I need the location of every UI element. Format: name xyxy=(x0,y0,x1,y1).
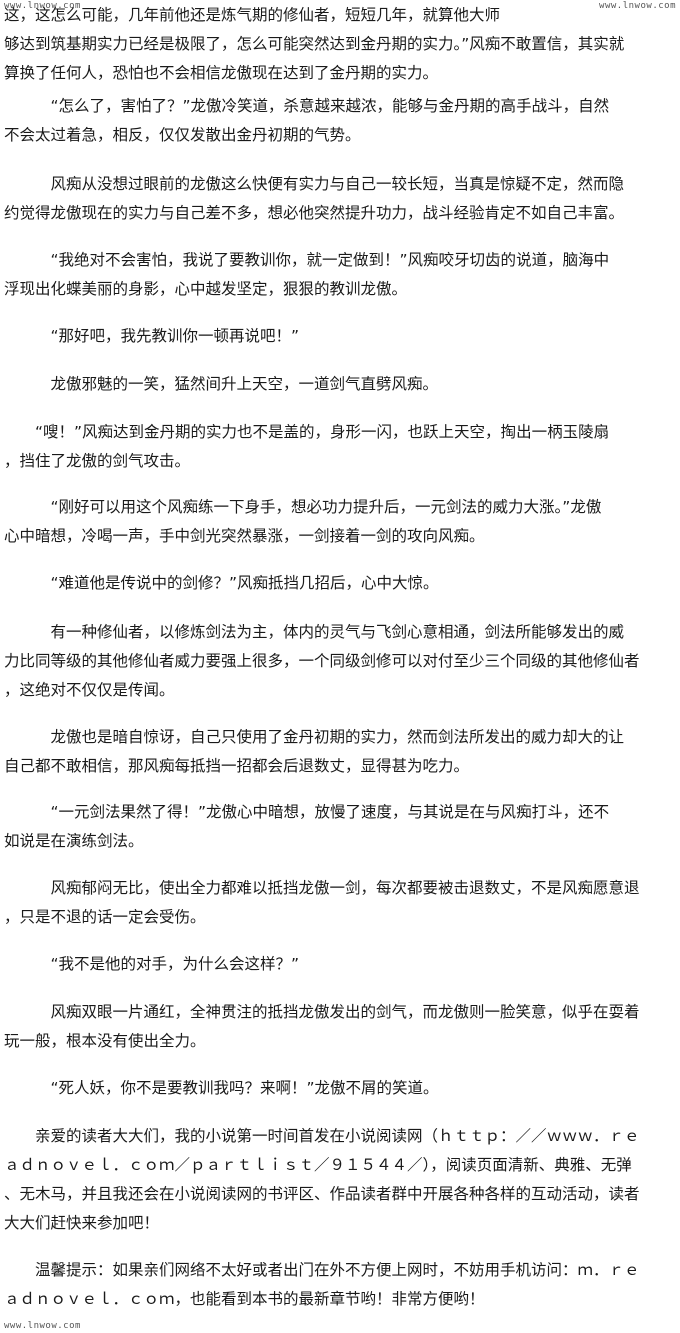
paragraph-14: “我不是他的对手，为什么会这样？” xyxy=(4,955,300,973)
paragraph-15: 风痴双眼一片通红，全神贯注的抵挡龙傲发出的剑气，而龙傲则一脸笑意，似乎在耍着 玩… xyxy=(4,1003,640,1050)
paragraph-2: “怎么了，害怕了？”龙傲冷笑道，杀意越来越浓，能够与金丹期的高手战斗，自然 不会… xyxy=(4,97,610,144)
paragraph-13: 风痴郁闷无比，使出全力都难以抵挡龙傲一剑，每次都要被击退数丈，不是风痴愿意退 ，… xyxy=(4,879,640,926)
watermark-bottom-left: www.lnwow.com xyxy=(4,1321,81,1331)
paragraph-3: 风痴从没想过眼前的龙傲这么快便有实力与自己一较长短，当真是惊疑不定，然而隐 约觉… xyxy=(4,175,625,222)
paragraph-18: 温馨提示：如果亲们网络不太好或者出门在外不方便上网时，不妨用手机访问：ｍ．ｒｅ … xyxy=(4,1261,640,1308)
paragraph-10: 有一种修仙者，以修炼剑法为主，体内的灵气与飞剑心意相通，剑法所能够发出的威 力比… xyxy=(4,623,640,699)
paragraph-11: 龙傲也是暗自惊讶，自己只使用了金丹初期的实力，然而剑法所发出的威力却大的让 自己… xyxy=(4,728,625,775)
paragraph-6: 龙傲邪魅的一笑，猛然间升上天空，一道剑气直劈风痴。 xyxy=(4,375,439,393)
paragraph-4: “我绝对不会害怕，我说了要教训你，就一定做到！”风痴咬牙切齿的说道，脑海中 浮现… xyxy=(4,251,610,298)
paragraph-5: “那好吧，我先教训你一顿再说吧！” xyxy=(4,327,300,345)
paragraph-7: “嗖！”风痴达到金丹期的实力也不是盖的，身形一闪，也跃上天空，掏出一柄玉陵扇 ，… xyxy=(4,423,610,470)
paragraph-12: “一元剑法果然了得！”龙傲心中暗想，放慢了速度，与其说是在与风痴打斗，还不 如说… xyxy=(4,803,610,850)
paragraph-16: “死人妖，你不是要教训我吗？来啊！”龙傲不屑的笑道。 xyxy=(4,1079,439,1097)
paragraph-9: “难道他是传说中的剑修？”风痴抵挡几招后，心中大惊。 xyxy=(4,574,439,592)
watermark-top-left: www.lnwow.com xyxy=(4,1,81,11)
paragraph-17: 亲爱的读者大大们，我的小说第一时间首发在小说阅读网（ｈｔｔｐ：／／ｗｗｗ．ｒｅ … xyxy=(4,1127,640,1232)
watermark-top-right: www.lnwow.com xyxy=(599,1,676,11)
paragraph-8: “刚好可以用这个风痴练一下身手，想必功力提升后，一元剑法的威力大涨。”龙傲 心中… xyxy=(4,498,602,545)
paragraph-1: 这，这怎么可能，几年前他还是炼气期的修仙者，短短几年，就算他大师 够达到筑基期实… xyxy=(4,6,625,82)
